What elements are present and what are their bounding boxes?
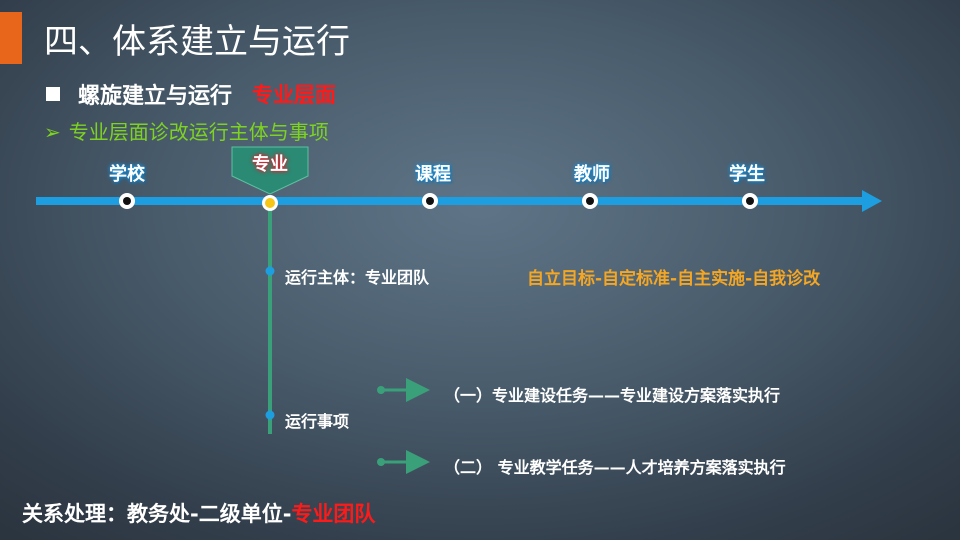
page-title: 四、体系建立与运行 [44, 22, 350, 62]
subject-label: 运行主体：专业团队 [285, 268, 430, 287]
task-item-2: （二） 专业教学任务——人才培养方案落实执行 [444, 458, 786, 477]
matters-label: 运行事项 [285, 412, 350, 431]
timeline-label-school: 学校 [109, 164, 145, 185]
node-course [422, 193, 438, 209]
timeline-label-course: 课程 [415, 164, 451, 185]
active-node-tab [231, 146, 309, 195]
footer-relation: 关系处理：教务处-二级单位-专业团队 [22, 498, 375, 528]
bullet-text: 螺旋建立与运行 [78, 84, 233, 109]
footer-highlight: 专业团队 [291, 502, 376, 526]
branch-dot-matters [265, 410, 275, 420]
bullet-heading: 螺旋建立与运行 专业层面 [46, 78, 336, 110]
subheading: ➢ 专业层面诊改运行主体与事项 [44, 116, 329, 145]
node-student [742, 193, 758, 209]
branch-dot-subject [265, 266, 275, 276]
task-arrow-2 [377, 450, 430, 474]
accent-bar [0, 12, 22, 64]
bullet-highlight: 专业层面 [252, 83, 337, 107]
node-school [119, 193, 135, 209]
branch-line [268, 206, 272, 434]
node-teacher [582, 193, 598, 209]
timeline-axis [36, 197, 866, 205]
task-arrow-1 [377, 378, 430, 402]
subject-motto: 自立目标-自定标准-自主实施-自我诊改 [527, 269, 821, 289]
arrow-bullet-icon: ➢ [44, 120, 61, 144]
timeline-label-major: 专业 [252, 154, 288, 175]
task-item-1: （一）专业建设任务——专业建设方案落实执行 [444, 386, 781, 405]
subheading-text: 专业层面诊改运行主体与事项 [68, 120, 329, 144]
node-major [262, 195, 278, 211]
square-bullet-icon [46, 87, 60, 101]
timeline-label-student: 学生 [729, 164, 765, 185]
footer-prefix: 关系处理：教务处-二级单位- [22, 502, 292, 526]
timeline-label-teacher: 教师 [574, 164, 610, 185]
timeline-arrowhead-icon [862, 190, 882, 212]
